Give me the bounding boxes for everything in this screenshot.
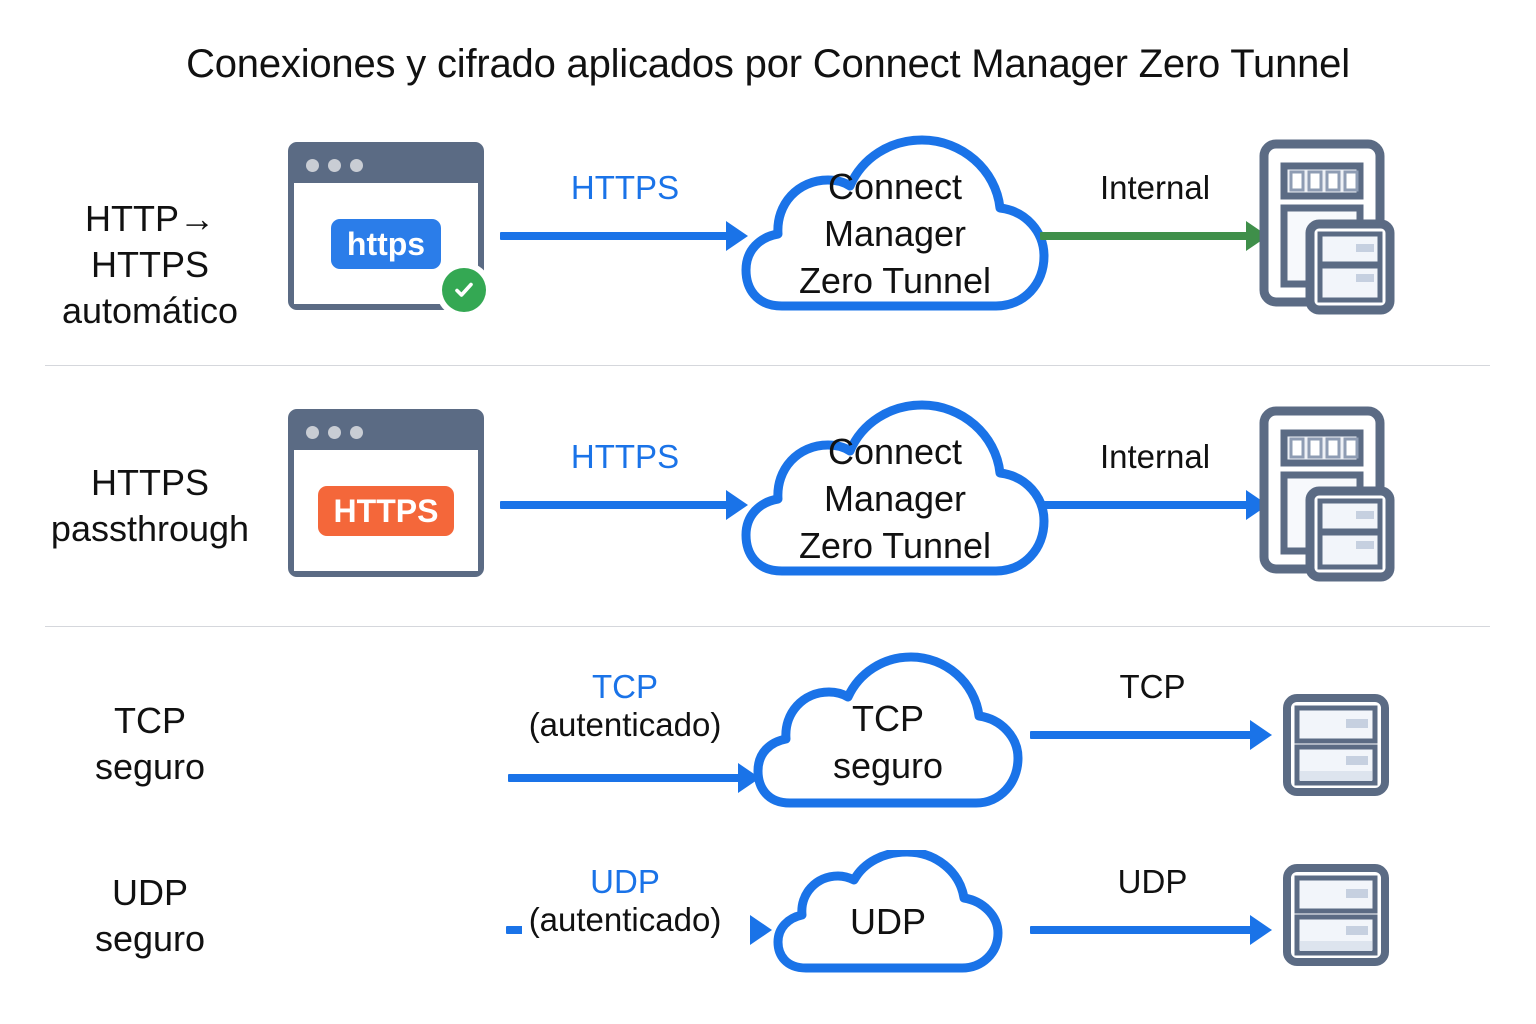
url-scheme-badge: HTTPS (317, 485, 455, 536)
row-http-to-https: HTTP→ HTTPS automático https HTTPS (0, 110, 1536, 340)
arrow-head (726, 490, 748, 520)
arrow-label-internal: Internal (1099, 169, 1211, 206)
arrow-shaft (1030, 731, 1252, 739)
page-title: Conexiones y cifrado aplicados por Conne… (186, 42, 1350, 86)
arrow-shaft (1040, 501, 1248, 509)
rack-server-icon (1282, 863, 1390, 967)
row-tcp-seguro: TCP seguro TCP (autenticado) TCP seguro … (0, 645, 1536, 830)
arrow-label-https: HTTPS (570, 438, 680, 475)
row-https-passthrough: HTTPS passthrough HTTPS HTTPS Connect Ma… (0, 385, 1536, 615)
row-label-tcp-seguro: TCP seguro (94, 700, 206, 787)
arrow-browser-to-cloud: HTTPS (500, 168, 750, 278)
browser-window-https-passthrough: HTTPS (288, 409, 484, 577)
browser-dot-icon (328, 426, 341, 439)
rack-server-icon (1282, 693, 1390, 797)
arrow-head (726, 221, 748, 251)
row-label-http-to-https: HTTP→ HTTPS automático (61, 198, 239, 331)
arrow-cloud-to-server-tcp: TCP (1030, 667, 1275, 777)
arrow-head (750, 915, 772, 945)
arrow-cloud-to-server: Internal (1040, 437, 1270, 547)
arrow-head (1250, 720, 1272, 750)
browser-dot-icon (306, 426, 319, 439)
server-icon (1258, 405, 1398, 585)
arrow-shaft (500, 232, 728, 240)
row-divider-2 (45, 626, 1490, 627)
arrow-shaft (1030, 926, 1252, 934)
arrow-label-udp: UDP (590, 863, 660, 900)
arrow-shaft (500, 501, 728, 509)
browser-window-https-auto: https (288, 142, 492, 318)
arrow-cloud-to-server-udp: UDP (1030, 862, 1275, 972)
arrow-shaft (1040, 232, 1248, 240)
browser-dot-icon (350, 426, 363, 439)
browser-dot-icon (328, 159, 341, 172)
arrow-label-autenticado: (autenticado) (528, 901, 722, 938)
arrow-client-to-cloud-tcp: TCP (autenticado) (500, 667, 760, 793)
arrow-label-internal: Internal (1099, 438, 1211, 475)
arrow-label-https: HTTPS (570, 169, 680, 206)
arrow-label-autenticado: (autenticado) (528, 706, 722, 743)
arrow-client-to-cloud-udp: UDP (autenticado) (500, 862, 772, 982)
browser-title-bar (294, 148, 478, 183)
server-icon (1258, 138, 1398, 318)
cloud-connect-manager-zero-tunnel: Connect Manager Zero Tunnel (740, 385, 1050, 597)
browser-content: HTTPS (294, 450, 478, 571)
row-label-https-passthrough: HTTPS passthrough (50, 462, 250, 549)
cloud-tcp-seguro: TCP seguro (752, 645, 1024, 825)
arrow-shaft-occluder (522, 914, 752, 948)
secure-check-icon (436, 262, 492, 318)
arrow-label-tcp: TCP (592, 668, 658, 705)
browser-dot-icon (350, 159, 363, 172)
arrow-cloud-to-server: Internal (1040, 168, 1270, 278)
url-scheme-badge: https (330, 218, 442, 269)
row-label-udp-seguro: UDP seguro (94, 872, 206, 959)
browser-content: https (294, 183, 478, 304)
row-divider-1 (45, 365, 1490, 366)
browser-dot-icon (306, 159, 319, 172)
arrow-shaft (508, 774, 740, 782)
arrow-head (1250, 915, 1272, 945)
arrow-browser-to-cloud: HTTPS (500, 437, 750, 547)
row-udp-seguro: UDP seguro UDP (autenticado) UDP UDP (0, 840, 1536, 1010)
browser-title-bar (294, 415, 478, 450)
arrow-label-udp-out: UDP (1117, 863, 1188, 900)
arrow-label-tcp-out: TCP (1119, 668, 1186, 705)
cloud-udp: UDP (772, 850, 1004, 985)
cloud-connect-manager-zero-tunnel: Connect Manager Zero Tunnel (740, 120, 1050, 332)
